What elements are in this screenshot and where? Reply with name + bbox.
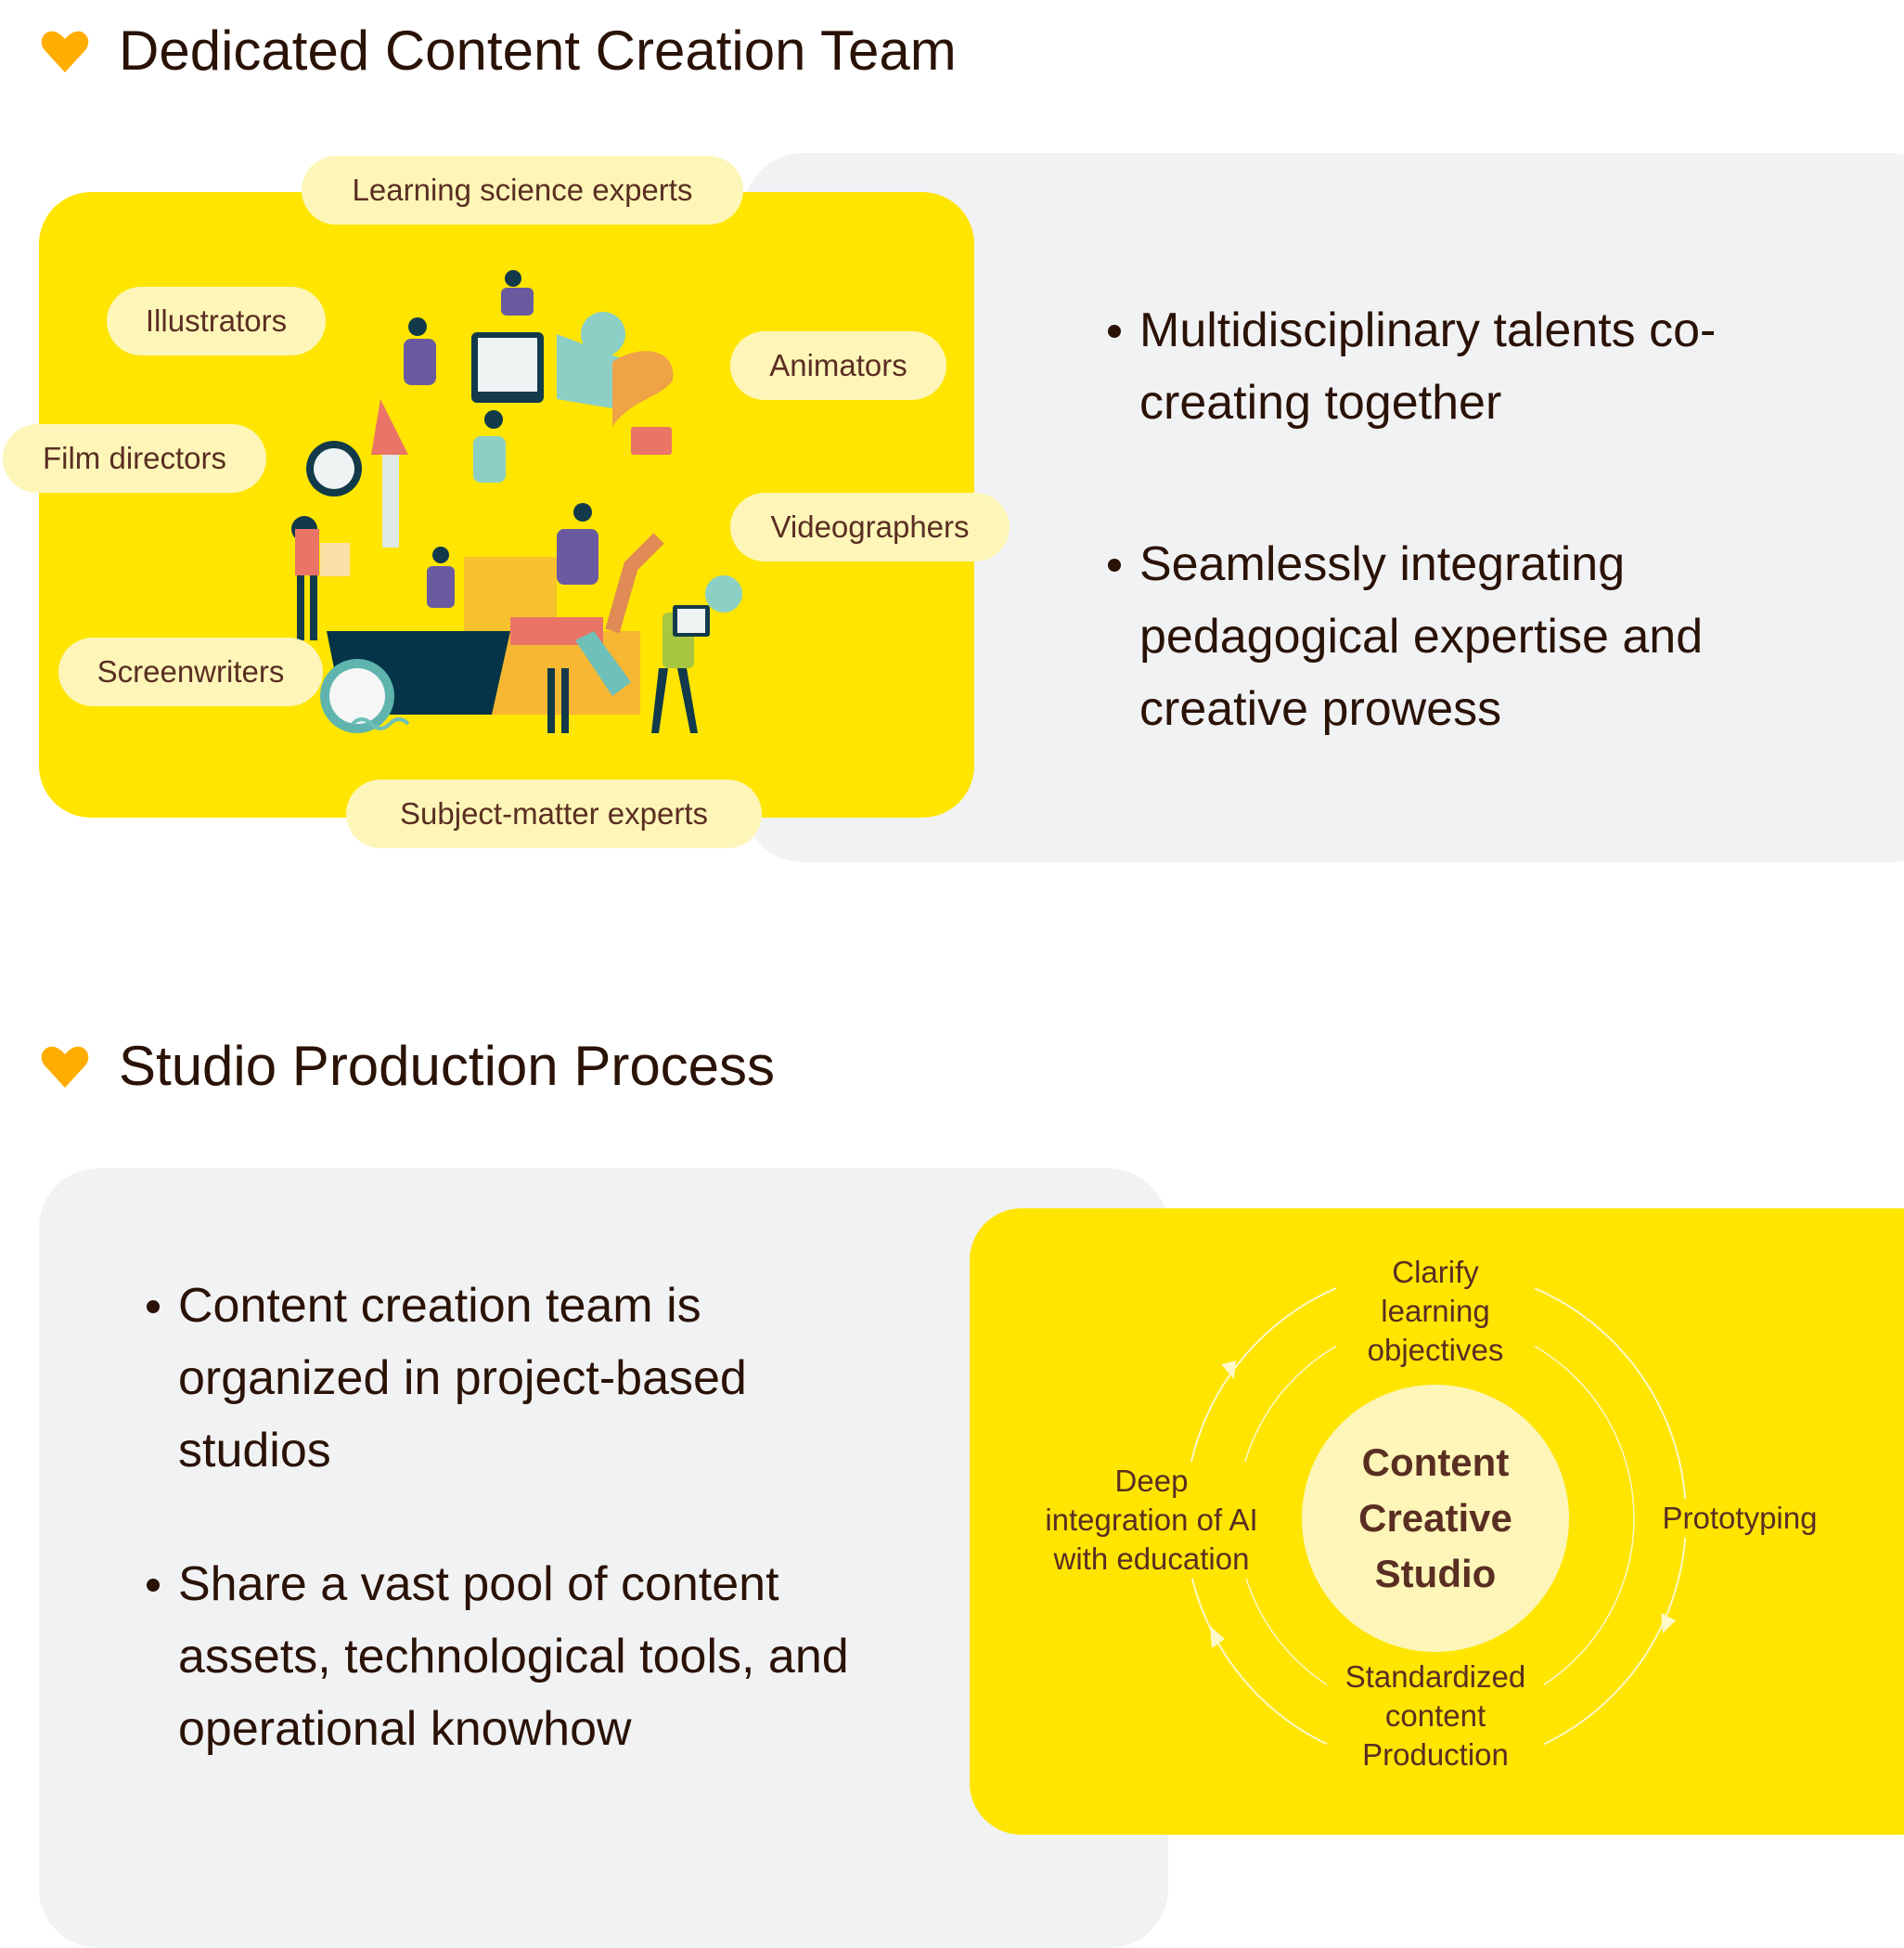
role-chip-animators: Animators [730, 331, 946, 400]
cycle-step-clarify-objectives: Clarify learning objectives [1336, 1253, 1535, 1370]
role-chip-film-directors: Film directors [3, 424, 266, 493]
cycle-center-label: Content Creative Studio [1358, 1440, 1512, 1595]
center-circle [1302, 1385, 1569, 1652]
cycle-step-standardized-production: Standardized content Production [1327, 1658, 1544, 1774]
arrow-icon [1210, 1626, 1225, 1648]
team-bullet-list: Multidisciplinary talents co-creating to… [1108, 294, 1845, 745]
bullet-dot [1108, 559, 1121, 572]
cycle-step-ai-integration: Deep integration of AI with education [1025, 1462, 1278, 1579]
section-title-process: Studio Production Process [119, 1035, 776, 1097]
bullet-text: Share a vast pool of content assets, tec… [178, 1557, 849, 1756]
team-illustration [291, 270, 742, 733]
role-chip-subject-matter-experts: Subject-matter experts [346, 780, 762, 848]
bullet-text: Seamlessly integrating pedagogical exper… [1139, 537, 1704, 736]
role-chip-learning-science-experts: Learning science experts [302, 156, 743, 225]
role-chip-illustrators: Illustrators [107, 287, 326, 355]
bullet-text: Content creation team is organized in pr… [178, 1279, 747, 1477]
bullet-dot [1108, 325, 1121, 338]
arrow-icon [1661, 1613, 1676, 1633]
role-chip-videographers: Videographers [730, 493, 1010, 561]
bullet-item: Share a vast pool of content assets, tec… [147, 1548, 902, 1765]
process-bullet-list: Content creation team is organized in pr… [147, 1270, 902, 1765]
bullet-item: Seamlessly integrating pedagogical exper… [1108, 528, 1845, 745]
cycle-step-prototyping: Prototyping [1647, 1499, 1833, 1538]
bullet-text: Multidisciplinary talents co-creating to… [1139, 303, 1717, 430]
heart-icon [41, 31, 89, 72]
section-title-team: Dedicated Content Creation Team [119, 19, 957, 82]
role-chip-screenwriters: Screenwriters [58, 638, 323, 706]
bullet-item: Content creation team is organized in pr… [147, 1270, 902, 1487]
bullet-dot [147, 1300, 160, 1313]
bullet-dot [147, 1579, 160, 1592]
heart-icon [41, 1046, 89, 1088]
arrow-icon [1221, 1361, 1236, 1379]
bullet-item: Multidisciplinary talents co-creating to… [1108, 294, 1845, 439]
